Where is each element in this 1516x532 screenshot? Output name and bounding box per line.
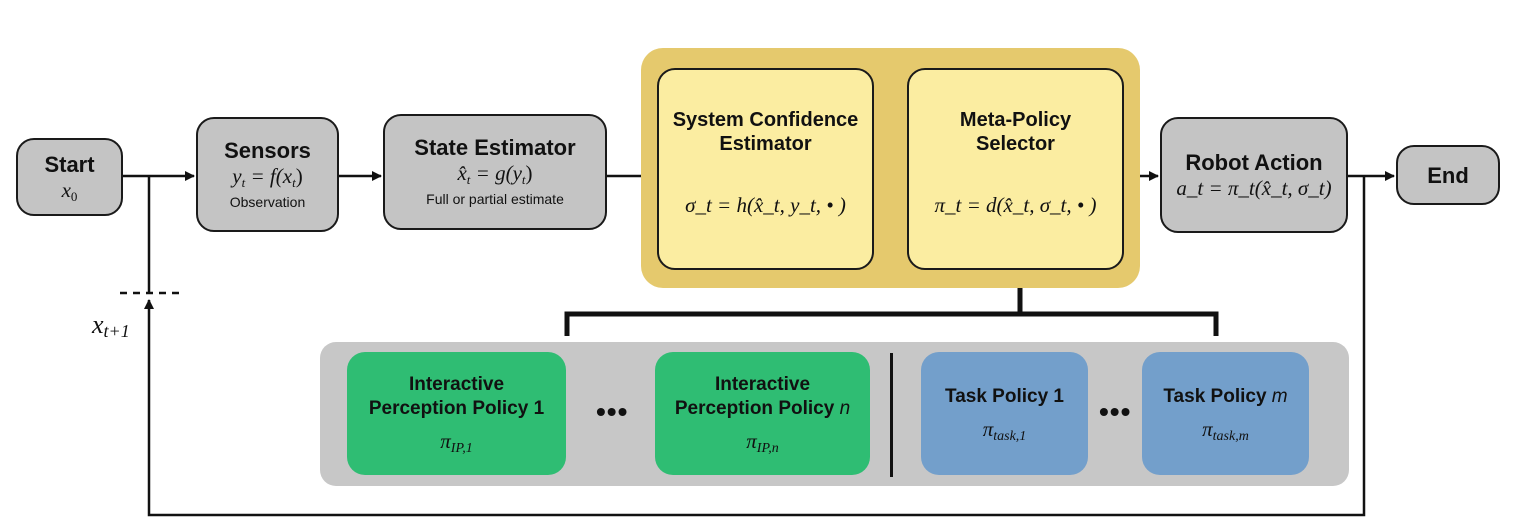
- ip-policy-1: Interactive Perception Policy 1 πIP,1: [347, 352, 566, 475]
- task-ellipsis: •••: [1099, 396, 1132, 427]
- start-math: x0: [62, 177, 78, 203]
- ip-policy-1-title-line1: Interactive: [408, 374, 505, 395]
- selector-math: π_t = d(x̂_t, σ_t, • ): [934, 193, 1097, 217]
- task-policy-m-symbol: πtask,m: [1202, 417, 1249, 444]
- ip-policy-n-title-text: Perception Policy: [674, 398, 840, 419]
- start-title: Start: [44, 151, 95, 177]
- feedback-sub: t+1: [103, 321, 130, 341]
- task-policy-m-pi: π: [1202, 417, 1213, 441]
- robot-action-math: a_t = π_t(x̂_t, σ_t): [1176, 175, 1332, 200]
- sensors-math-close: ): [295, 163, 303, 188]
- task-policy-m-title-var: m: [1271, 386, 1288, 407]
- ip-policy-1-pi: π: [440, 429, 451, 453]
- task-policy-1-title: Task Policy 1: [945, 386, 1064, 407]
- state-estimator-math-lhs-sub: t: [466, 172, 471, 187]
- state-estimator-math: x̂t = g(yt): [457, 160, 532, 186]
- task-policy-m-sub: task,m: [1212, 429, 1249, 444]
- feedback-var: x: [92, 310, 104, 339]
- sensors-node: Sensors yt = f(xt) Observation: [196, 117, 339, 232]
- ip-policy-1-sub: IP,1: [450, 441, 473, 456]
- task-policy-m-title: Task Policy m: [1163, 385, 1287, 409]
- state-estimator-caption: Full or partial estimate: [426, 191, 564, 207]
- sensors-math-rhs-sub: t: [292, 174, 296, 190]
- start-math-sub: 0: [70, 188, 78, 204]
- ip-policy-n-title-var: n: [839, 398, 851, 419]
- robot-action-title: Robot Action: [1185, 149, 1323, 175]
- ip-policy-n-symbol: πIP,n: [746, 429, 779, 456]
- sensors-math-rhs: = f(x: [245, 163, 293, 188]
- state-estimator-math-close: ): [525, 161, 533, 185]
- start-math-var: x: [61, 177, 71, 202]
- selector-title-line1: Meta-Policy: [959, 109, 1072, 131]
- sensors-math: yt = f(xt): [232, 163, 302, 189]
- task-policy-1-pi: π: [982, 417, 994, 441]
- policy-group-divider: [890, 353, 893, 477]
- ip-policy-n-title-line2: Perception Policy n: [675, 397, 850, 421]
- state-estimator-math-rhs: = g(y: [470, 161, 522, 185]
- end-title: End: [1427, 162, 1469, 188]
- ip-policy-1-title-line2: Perception Policy 1: [368, 398, 545, 419]
- ip-policy-n-title-line1: Interactive: [714, 374, 811, 395]
- confidence-title-line2: Estimator: [719, 133, 812, 155]
- confidence-title-line1: System Confidence: [672, 109, 859, 131]
- meta-policy-selector-node: Meta-Policy Selector π_t = d(x̂_t, σ_t, …: [907, 68, 1124, 270]
- confidence-math: σ_t = h(x̂_t, y_t, • ): [685, 193, 846, 217]
- selector-bracket: [564, 311, 1219, 336]
- sensors-caption: Observation: [229, 193, 306, 210]
- task-policy-1: Task Policy 1 πtask,1: [921, 352, 1088, 475]
- state-estimator-math-rhs-sub: t: [521, 172, 526, 187]
- task-policy-1-sub: task,1: [993, 429, 1027, 444]
- feedback-loop-line: [144, 176, 1366, 517]
- robot-action-node: Robot Action a_t = π_t(x̂_t, σ_t): [1160, 117, 1348, 233]
- sensors-math-lhs: y: [232, 163, 242, 188]
- task-policy-1-symbol: πtask,1: [982, 417, 1027, 444]
- ip-policy-n-pi: π: [746, 429, 757, 453]
- ip-policy-n: Interactive Perception Policy n πIP,n: [655, 352, 870, 475]
- sensors-math-lhs-sub: t: [241, 174, 246, 190]
- feedback-state-label: xt+1: [92, 310, 130, 341]
- end-node: End: [1396, 145, 1500, 205]
- ip-policy-1-symbol: πIP,1: [440, 429, 473, 456]
- state-estimator-title: State Estimator: [414, 135, 576, 160]
- sensors-title: Sensors: [224, 137, 311, 163]
- ip-policy-n-sub: IP,n: [756, 441, 779, 456]
- state-estimator-node: State Estimator x̂t = g(yt) Full or part…: [383, 114, 607, 230]
- ip-ellipsis: •••: [596, 396, 629, 427]
- selector-title-line2: Selector: [976, 133, 1055, 155]
- state-estimator-math-lhs: x̂: [457, 161, 467, 185]
- task-policy-m: Task Policy m πtask,m: [1142, 352, 1309, 475]
- system-confidence-estimator-node: System Confidence Estimator σ_t = h(x̂_t…: [657, 68, 874, 270]
- start-node: Start x0: [16, 138, 123, 216]
- task-policy-m-title-text: Task Policy: [1163, 386, 1272, 407]
